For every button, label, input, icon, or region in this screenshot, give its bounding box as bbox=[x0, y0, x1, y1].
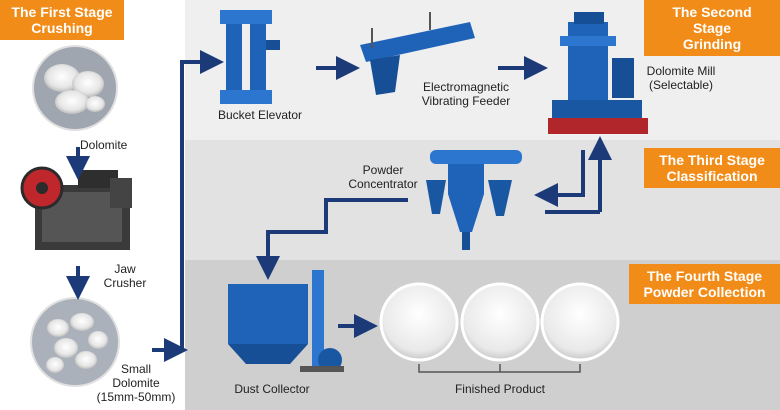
dust-collector-image bbox=[228, 270, 344, 372]
stage-second-line1: The Second Stage bbox=[672, 4, 752, 36]
dolomite-mill-image bbox=[548, 12, 648, 134]
label-jaw: Jaw bbox=[114, 262, 136, 276]
arrow-small-to-elevator bbox=[152, 50, 224, 362]
label-concentrator-line1: Powder bbox=[362, 163, 404, 177]
stage-fourth-line1: The Fourth Stage bbox=[646, 268, 763, 284]
powder-concentrator-image bbox=[426, 150, 522, 250]
label-small-size: (15mm-50mm) bbox=[96, 390, 176, 404]
label-feeder-line1: Electromagnetic bbox=[422, 80, 510, 94]
label-dolomite: Dolomite bbox=[80, 138, 128, 152]
label-powder-concentrator: Powder Concentrator bbox=[338, 163, 428, 191]
label-small: Small bbox=[120, 362, 151, 376]
stage-first-title: The First Stage Crushing bbox=[0, 0, 124, 40]
label-mill-line2: (Selectable) bbox=[648, 78, 714, 92]
label-feeder: Electromagnetic Vibrating Feeder bbox=[408, 80, 524, 108]
finished-product-bracket bbox=[418, 364, 581, 373]
label-crusher: Crusher bbox=[103, 276, 147, 290]
label-small-dolomite: Small Dolomite (15mm-50mm) bbox=[88, 362, 184, 404]
label-finished-product: Finished Product bbox=[454, 382, 546, 396]
bucket-elevator-image bbox=[220, 10, 280, 104]
stage-first-line1: The First Stage bbox=[11, 4, 113, 20]
stage-second-title: The Second Stage Grinding bbox=[644, 0, 780, 56]
dolomite-image bbox=[32, 45, 118, 131]
finished-product-image-2 bbox=[460, 282, 540, 362]
finished-product-image-1 bbox=[379, 282, 459, 362]
jaw-crusher-image bbox=[20, 166, 132, 250]
stage-first-line2: Crushing bbox=[31, 20, 93, 36]
label-dust-collector: Dust Collector bbox=[234, 382, 310, 396]
label-dolomite-mill: Dolomite Mill (Selectable) bbox=[636, 64, 726, 92]
vibrating-feeder-image bbox=[360, 12, 475, 95]
stage-fourth-line2: Powder Collection bbox=[643, 284, 766, 300]
stage-third-title: The Third Stage Classification bbox=[644, 148, 780, 188]
finished-product-image-3 bbox=[540, 282, 620, 362]
small-dolomite-image bbox=[30, 297, 120, 387]
label-jaw-crusher: Jaw Crusher bbox=[95, 262, 155, 290]
stage-fourth-title: The Fourth Stage Powder Collection bbox=[629, 264, 780, 304]
stage-third-line2: Classification bbox=[666, 168, 758, 184]
label-mill-line1: Dolomite Mill bbox=[646, 64, 716, 78]
label-bucket-elevator: Bucket Elevator bbox=[217, 108, 303, 122]
label-concentrator-line2: Concentrator bbox=[348, 177, 418, 191]
arrow-concentrator-to-collector bbox=[256, 198, 408, 280]
label-small-dolomite-name: Dolomite bbox=[112, 376, 160, 390]
stage-second-line2: Grinding bbox=[682, 36, 742, 52]
label-feeder-line2: Vibrating Feeder bbox=[421, 94, 511, 108]
arrow-mill-concentrator bbox=[534, 136, 612, 214]
stage-third-line1: The Third Stage bbox=[659, 152, 765, 168]
